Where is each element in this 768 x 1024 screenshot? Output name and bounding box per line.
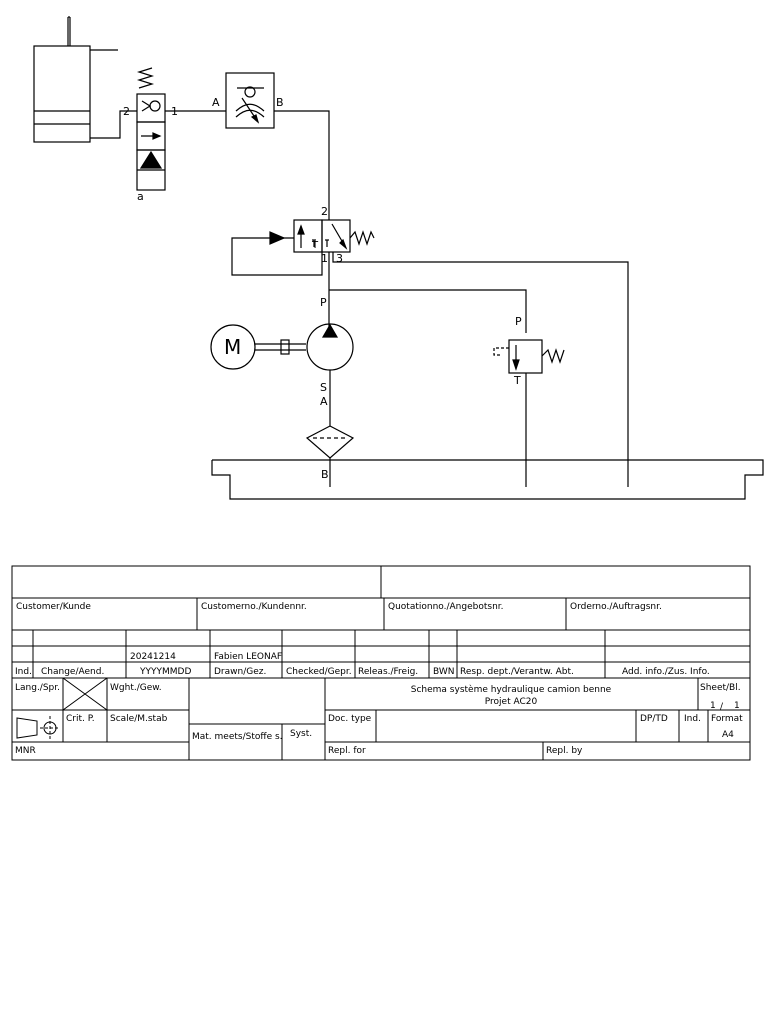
header-add-info: Add. info./Zus. Info.	[622, 667, 710, 677]
relief-valve	[493, 339, 565, 487]
sheet-number: 1	[710, 701, 716, 711]
hydraulic-pump	[306, 323, 354, 426]
format-label: Format	[711, 714, 743, 724]
language-label: Lang./Spr.	[15, 683, 60, 693]
index-label: Ind.	[684, 714, 701, 724]
drawing-title: Schema système hydraulique camion benne	[411, 684, 612, 695]
sheet-separator: /	[720, 702, 724, 712]
tank-reservoir	[211, 459, 764, 500]
header-released: Releas./Freig.	[358, 667, 418, 677]
format-value: A4	[722, 730, 734, 740]
port-label: A	[212, 96, 220, 109]
electric-motor	[210, 324, 306, 370]
port-label: 1	[171, 105, 178, 118]
customerno-label: Customerno./Kundennr.	[201, 602, 307, 612]
flow-control-valve	[225, 72, 330, 220]
header-date: YYYYMMDD	[139, 667, 191, 677]
hydraulic-schematic: 2 1 a A B 2 1 3 T P S A B P T M	[33, 16, 764, 500]
sheet-total: 1	[734, 701, 740, 711]
mnr-label: MNR	[15, 746, 36, 756]
directional-valve	[231, 219, 375, 276]
check-valve	[136, 67, 226, 191]
doc-type-label: Doc. type	[328, 714, 372, 724]
system-label: Syst.	[290, 729, 312, 739]
scale-label: Scale/M.stab	[110, 714, 168, 724]
replaced-by-label: Repl. by	[546, 746, 583, 756]
replaced-for-label: Repl. for	[328, 746, 366, 756]
port-label: P	[515, 315, 522, 328]
header-checked: Checked/Gepr.	[286, 667, 352, 677]
dptd-label: DP/TD	[640, 714, 668, 724]
port-label: 2	[321, 205, 328, 218]
hydraulic-cylinder	[33, 16, 137, 143]
filter	[305, 425, 355, 487]
port-label: 2	[123, 105, 130, 118]
criticality-label: Crit. P.	[66, 714, 95, 724]
port-label: A	[320, 395, 328, 408]
revision-date: 20241214	[130, 652, 176, 662]
sheet-label: Sheet/Bl.	[700, 683, 741, 693]
port-label: P	[320, 296, 327, 309]
drawing-subtitle: Projet AC20	[485, 697, 538, 707]
customer-label: Customer/Kunde	[16, 602, 91, 612]
orderno-label: Orderno./Auftragsnr.	[570, 602, 662, 612]
header-bwn: BWN	[433, 667, 455, 677]
header-change: Change/Aend.	[41, 667, 104, 677]
header-ind: Ind.	[15, 667, 32, 677]
header-drawn: Drawn/Gez.	[214, 667, 266, 677]
port-label: S	[320, 381, 327, 394]
motor-label: M	[224, 335, 241, 359]
projection-symbol	[16, 716, 60, 740]
port-label: a	[137, 190, 144, 203]
revision-author: Fabien LEONAF	[214, 652, 282, 662]
port-label: B	[276, 96, 284, 109]
quotationno-label: Quotationno./Angebotsnr.	[388, 602, 504, 612]
header-resp-dept: Resp. dept./Verantw. Abt.	[460, 667, 574, 677]
port-label: 1	[321, 252, 328, 265]
port-label: B	[321, 468, 329, 481]
port-label: 3	[336, 252, 343, 265]
port-label: T	[311, 240, 319, 251]
material-label: Mat. meets/Stoffe s.	[192, 732, 283, 742]
port-label: T	[513, 374, 521, 387]
weight-label: Wght./Gew.	[110, 683, 162, 693]
